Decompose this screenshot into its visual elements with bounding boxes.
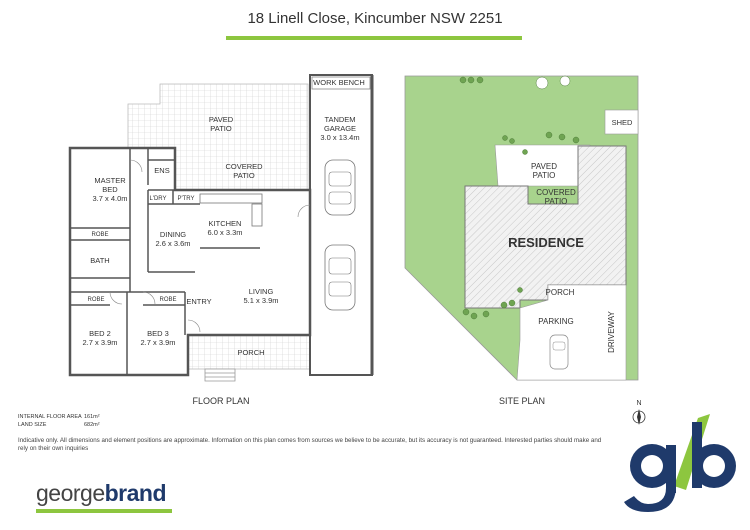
car-icon [324,244,356,311]
internal-area-value: 161m² [84,414,100,420]
dining-label: DINING [160,230,186,239]
bath-label: BATH [90,256,109,265]
site-plan-caption: SITE PLAN [499,396,545,406]
logo-part-brand: brand [104,480,167,506]
entry-label: ENTRY [186,297,211,306]
internal-area-label: INTERNAL FLOOR AREA [18,414,82,420]
paved-patio-label-2: PATIO [210,124,232,133]
site-covered-label-1: COVERED [536,188,576,197]
bed3-size: 2.7 x 3.9m [140,338,175,347]
site-porch-label: PORCH [546,288,575,297]
driveway [516,284,627,381]
robe-bed2-label: ROBE [87,297,104,303]
work-bench-label: WORK BENCH [313,78,365,87]
land-size-label: LAND SIZE [18,422,47,428]
interior-walls [70,148,265,375]
residence-label: RESIDENCE [508,235,584,250]
kitchen-size: 6.0 x 3.3m [207,228,242,237]
kitchen-island [251,203,263,227]
north-compass-icon: N [632,400,646,425]
covered-patio-label-1: COVERED [225,162,263,171]
site-paved-label-1: PAVED [531,162,557,171]
parking-label: PARKING [538,317,573,326]
living-size: 5.1 x 3.9m [243,296,278,305]
master-label-1: MASTER [94,176,126,185]
site-plan: SHED PAVED PATIO COVERED PATIO RESIDENCE… [404,75,639,406]
garage-label-line2: GARAGE [324,124,356,133]
porch-area [187,334,311,370]
bed3-label: BED 3 [147,329,169,338]
shed [604,109,639,135]
gb-brand-mark [624,414,736,512]
disclaimer: Indicative only. All dimensions and elem… [18,437,602,452]
living-label: LIVING [249,287,274,296]
kitchen-bench [199,193,263,204]
title-accent-bar [226,36,522,40]
land-size-value: 682m² [84,422,100,428]
floor-plan: WORK BENCH TANDEM GARAGE 3.0 x 13.4m PAV… [68,74,374,406]
site-covered-label-2: PATIO [545,197,568,206]
robe-master-label: ROBE [91,232,108,238]
door-swings [109,159,311,333]
garage-label-line1: TANDEM [324,115,355,124]
laundry-label: L'DRY [149,196,166,202]
tree-icons [459,75,580,320]
covered-patio-label-2: PATIO [233,171,255,180]
garage [309,74,374,376]
shed-label: SHED [612,118,633,127]
logo-part-george: george [36,480,105,506]
porch-label: PORCH [237,348,264,357]
dining-size: 2.6 x 3.6m [155,239,190,248]
compass-label: N [636,400,641,407]
pantry-label: P'TRY [177,196,194,202]
bed2-label: BED 2 [89,329,111,338]
kitchen-label: KITCHEN [209,219,242,228]
driveway-label: DRIVEWAY [607,310,616,352]
car-icon [549,334,569,370]
logo-accent-bar [36,509,172,513]
paved-patio-label-1: PAVED [209,115,234,124]
master-size: 3.7 x 4.0m [92,194,127,203]
master-label-2: BED [102,185,118,194]
robe-bed3-label: ROBE [159,297,176,303]
porch-steps [204,368,236,382]
page-title: 18 Linell Close, Kincumber NSW 2251 [247,10,503,27]
ens-label: ENS [154,166,169,175]
george-brand-logo: georgebrand [36,480,167,507]
bed2-size: 2.7 x 3.9m [82,338,117,347]
car-icon [324,159,356,216]
garage-size: 3.0 x 13.4m [320,133,359,142]
floor-plan-caption: FLOOR PLAN [192,396,249,406]
site-paved-label-2: PATIO [533,171,556,180]
